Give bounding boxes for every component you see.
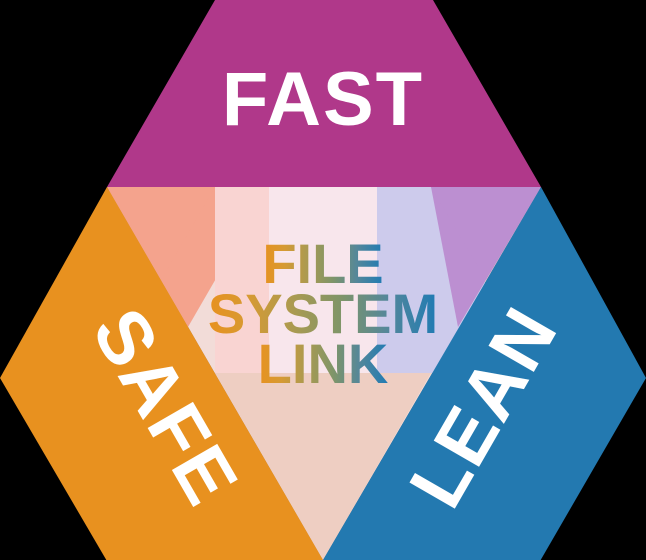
mosaic-palepink: [269, 187, 377, 373]
label-fast: FAST: [222, 57, 424, 142]
mosaic-bottom: [215, 373, 431, 560]
fast-shape: [107, 0, 541, 187]
lean-shape-2: [323, 187, 646, 560]
mosaic-tidy-right: [431, 187, 541, 280]
safe-shape-2: [0, 187, 323, 560]
center-label-line-3: LINK: [258, 332, 389, 395]
center-label-line-1: FILE: [262, 232, 383, 295]
center-label-line-2: SYSTEM: [208, 282, 438, 345]
blend-mosaic: [107, 187, 541, 560]
mosaic-tidy-left: [107, 187, 215, 280]
